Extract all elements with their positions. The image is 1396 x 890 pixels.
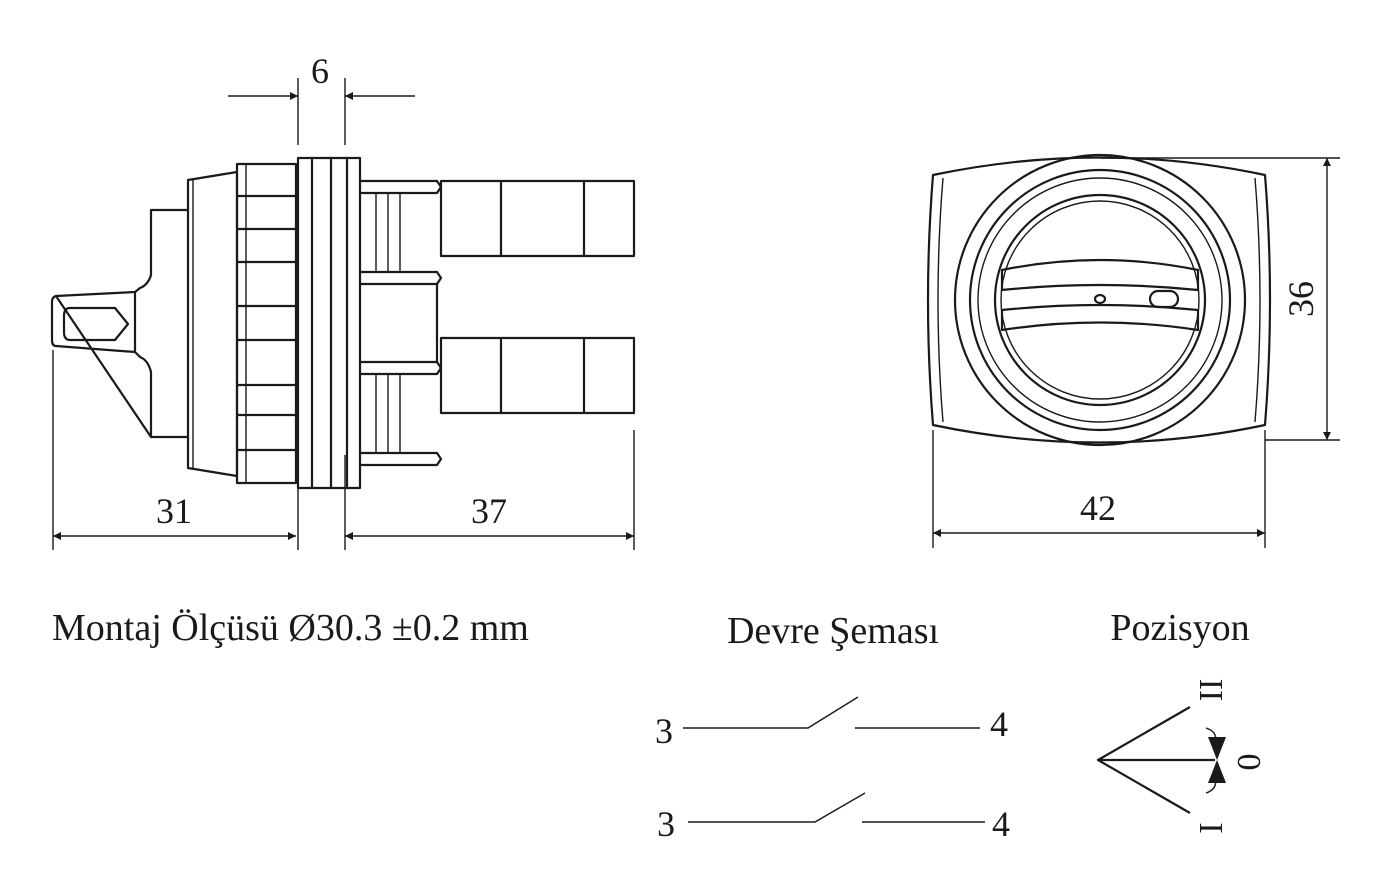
dim-rear-length: 37 <box>471 491 507 531</box>
lever-handle <box>50 208 188 439</box>
circuit-diagram: 3 4 3 4 <box>655 696 1010 844</box>
contact-1-in-label: 3 <box>655 711 673 751</box>
position-diagram-title: Pozisyon <box>1110 607 1249 649</box>
circuit-diagram-title: Devre Şeması <box>727 610 939 652</box>
contact-block <box>360 179 636 467</box>
bezel <box>186 170 239 478</box>
knob-grip <box>1000 258 1200 332</box>
detent-arrows-icon <box>1208 737 1226 783</box>
side-view: 6 31 37 <box>50 51 636 550</box>
side-dimensions: 6 31 37 <box>52 51 635 550</box>
position-diagram: II 0 I <box>1096 679 1267 834</box>
contact-2-out-label: 4 <box>992 804 1010 844</box>
knurled-ring <box>235 162 298 485</box>
front-view: 36 42 <box>926 153 1340 548</box>
dim-height: 36 <box>1281 281 1321 317</box>
position-II-label: II <box>1192 679 1229 702</box>
dim-panel-thickness: 6 <box>311 51 329 91</box>
position-0-label: 0 <box>1230 754 1267 771</box>
dim-width: 42 <box>1080 488 1116 528</box>
mounting-dimension-label: Montaj Ölçüsü Ø30.3 ±0.2 mm <box>52 607 529 649</box>
mounting-flange <box>296 156 362 490</box>
dim-front-length: 31 <box>156 491 192 531</box>
position-I-label: I <box>1192 822 1229 833</box>
contact-1-out-label: 4 <box>990 704 1008 744</box>
contact-2-in-label: 3 <box>657 804 675 844</box>
front-dimensions: 36 42 <box>932 157 1340 548</box>
